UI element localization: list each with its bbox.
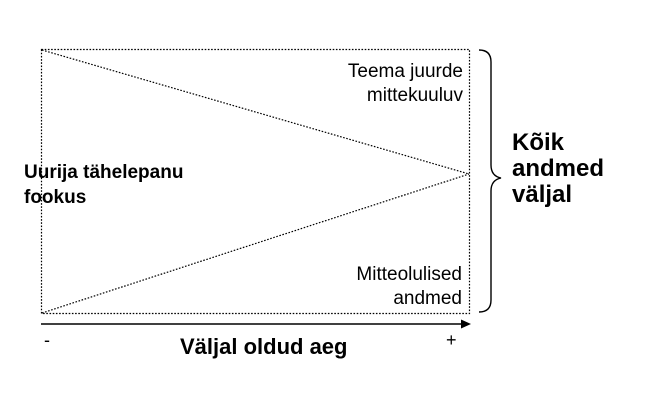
all-data-label: Kõik andmed väljal xyxy=(512,130,604,208)
field-frame xyxy=(40,48,471,315)
unimportant-label-line1: Mitteolulised xyxy=(356,264,462,285)
x-axis-label: Väljal oldud aeg xyxy=(180,334,348,359)
unimportant-label-line2: andmed xyxy=(393,288,462,309)
irrelevant-label: Teema juurde mittekuuluv xyxy=(348,60,463,108)
time-axis-arrowhead xyxy=(461,319,471,329)
all-data-label-line2: andmed xyxy=(512,155,605,182)
upper-converging-line xyxy=(41,49,470,175)
lower-converging-line xyxy=(41,173,470,314)
unimportant-label: Mitteolulised andmed xyxy=(356,263,462,311)
irrelevant-label-line1: Teema juurde xyxy=(347,61,463,82)
focus-label-line2: fookus xyxy=(24,187,87,208)
focus-label: Uurija tähelepanu fookus xyxy=(24,160,183,210)
right-curly-brace xyxy=(478,49,502,313)
all-data-label-line3: väljal xyxy=(512,181,573,208)
focus-label-line1: Uurija tähelepanu xyxy=(24,162,184,183)
irrelevant-label-line2: mittekuuluv xyxy=(366,85,463,106)
x-axis-max-label: + xyxy=(446,330,457,350)
all-data-label-line1: Kõik xyxy=(512,129,565,156)
x-axis-min-label: - xyxy=(44,330,50,350)
